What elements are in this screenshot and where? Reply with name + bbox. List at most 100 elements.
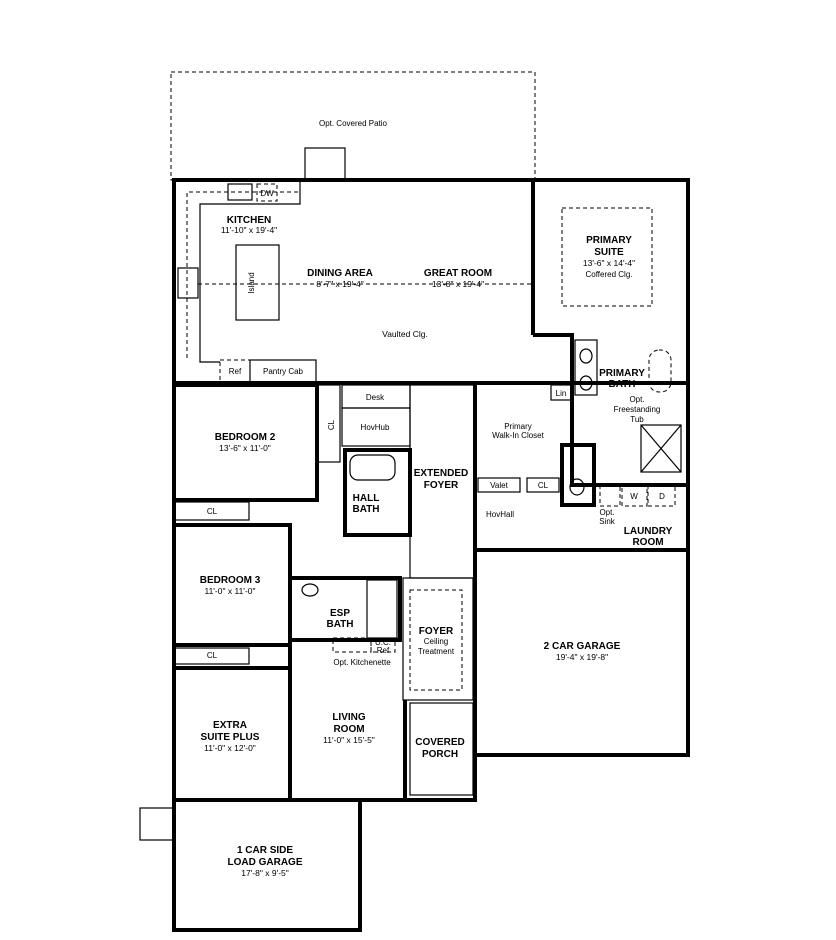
great-room-ceiling: Vaulted Clg. bbox=[382, 329, 428, 339]
toilet-icon bbox=[569, 478, 585, 496]
dishwasher-label: DW bbox=[260, 189, 274, 198]
primary-suite-ceiling: Coffered Clg. bbox=[586, 270, 633, 279]
foyer-ceiling bbox=[409, 589, 463, 691]
fireplace bbox=[304, 147, 346, 181]
primary-suite-label-2: SUITE bbox=[594, 247, 624, 258]
primary-suite-dims: 13'-6" x 14'-4" bbox=[583, 258, 635, 268]
primary-bath-label: PRIMARY bbox=[599, 368, 645, 379]
hall-closet bbox=[526, 477, 560, 493]
kitchen-counter bbox=[199, 182, 301, 363]
walk-in-closet-label-2: Walk-In Closet bbox=[492, 431, 544, 440]
freestanding-tub bbox=[648, 349, 672, 393]
uc-label-2: Ref bbox=[377, 646, 390, 655]
sink-label-1: Opt. bbox=[599, 508, 614, 517]
extra-suite-label-2: SUITE PLUS bbox=[201, 732, 260, 743]
side-garage-wall bbox=[172, 798, 362, 932]
walk-in-closet-label: Primary bbox=[504, 422, 532, 431]
island-label: Island bbox=[247, 272, 256, 293]
sink-icon bbox=[579, 348, 593, 364]
hall-bath-label: HALL bbox=[353, 493, 380, 504]
sink-icon bbox=[301, 583, 319, 597]
tub-label-1: Opt. bbox=[629, 395, 644, 404]
bath-wall bbox=[533, 333, 688, 487]
bedroom-2-dims: 13'-6" x 11'-0" bbox=[219, 443, 271, 453]
side-garage-stoop bbox=[139, 807, 175, 841]
dishwasher bbox=[256, 183, 278, 202]
uc-label-1: U.C. bbox=[375, 638, 391, 647]
uc-ref bbox=[370, 637, 396, 653]
laundry-sink bbox=[599, 485, 621, 507]
hovhub-label: HovHub bbox=[361, 423, 390, 432]
desk-label: Desk bbox=[366, 393, 385, 402]
vanity bbox=[574, 339, 598, 396]
esp-bath-label-2: BATH bbox=[326, 619, 353, 630]
patio-label: Opt. Covered Patio bbox=[319, 119, 388, 128]
bedroom-2-label: BEDROOM 2 bbox=[215, 432, 276, 443]
hall-bath-label-2: BATH bbox=[352, 504, 379, 515]
upper-cabinets bbox=[186, 191, 300, 358]
hovhall-label: HovHall bbox=[486, 510, 514, 519]
bedroom-2-closet bbox=[316, 384, 341, 463]
primary-bath-label-2: BATH bbox=[608, 379, 635, 390]
valet bbox=[477, 477, 521, 493]
tub-label-2: Freestanding bbox=[614, 405, 661, 414]
primary-suite-label: PRIMARY bbox=[586, 235, 632, 246]
two-car-garage-dims: 19'-4" x 19'-8" bbox=[556, 652, 608, 662]
hall-closet-label: CL bbox=[538, 481, 549, 490]
foyer-label-2: Ceiling bbox=[424, 637, 448, 646]
foyer-label-3: Treatment bbox=[418, 647, 455, 656]
laundry-label-2: ROOM bbox=[632, 537, 663, 548]
valet-label: Valet bbox=[490, 481, 508, 490]
water-closet bbox=[560, 443, 596, 507]
foyer bbox=[402, 577, 474, 701]
sink-label-2: Sink bbox=[599, 517, 616, 526]
laundry-label: LAUNDRY bbox=[624, 526, 673, 537]
kitchen-dims: 11'-10" x 19'-4" bbox=[221, 225, 277, 235]
living-room-label: LIVING bbox=[332, 712, 366, 723]
kitchenette-label: Opt. Kitchenette bbox=[333, 658, 391, 667]
ref-label: Ref bbox=[229, 367, 242, 376]
bedroom-3-dims: 11'-0" x 11'-0" bbox=[204, 586, 255, 596]
two-car-garage-label: 2 CAR GARAGE bbox=[544, 641, 621, 652]
tub-label-3: Tub bbox=[630, 415, 644, 424]
esp-bath-label: ESP bbox=[330, 608, 350, 619]
bedroom-3-closet-label: CL bbox=[207, 507, 218, 516]
living-room-dims: 11'-0" x 15'-5" bbox=[323, 735, 375, 745]
side-load-garage-label-2: LOAD GARAGE bbox=[228, 857, 303, 868]
great-room-label: GREAT ROOM bbox=[424, 268, 492, 279]
covered-porch-label-2: PORCH bbox=[422, 749, 458, 760]
side-load-garage-label: 1 CAR SIDE bbox=[237, 845, 293, 856]
pantry-cabinet bbox=[249, 359, 317, 383]
extended-foyer-label-2: FOYER bbox=[424, 480, 459, 491]
kitchen-label: KITCHEN bbox=[227, 215, 271, 226]
shower bbox=[640, 424, 682, 473]
extra-suite-closet-label: CL bbox=[207, 651, 218, 660]
bedroom-2-closet-label: CL bbox=[327, 419, 336, 430]
dryer-label: D bbox=[659, 492, 665, 501]
coffered-ceiling bbox=[561, 207, 653, 307]
living-room-label-2: ROOM bbox=[333, 724, 364, 735]
side-load-garage-dims: 17'-8" x 9'-5" bbox=[241, 868, 289, 878]
cooktop bbox=[177, 267, 199, 299]
extended-foyer-label: EXTENDED bbox=[414, 468, 468, 479]
covered-porch-label: COVERED bbox=[415, 737, 464, 748]
washer-label: W bbox=[630, 492, 638, 501]
kitchen-sink bbox=[227, 183, 253, 201]
refrigerator bbox=[219, 359, 251, 383]
covered-porch bbox=[409, 702, 474, 796]
washer bbox=[621, 485, 648, 507]
linen-label: Lin bbox=[556, 389, 567, 398]
extra-suite-closet bbox=[173, 647, 250, 665]
kitchenette bbox=[332, 637, 372, 653]
foyer-label: FOYER bbox=[419, 626, 454, 637]
bedroom-3-closet bbox=[173, 501, 250, 521]
extra-suite-label: EXTRA bbox=[213, 720, 247, 731]
great-room-dims: 13'-8" x 19'-4" bbox=[432, 279, 484, 289]
dining-label: DINING AREA bbox=[307, 268, 373, 279]
kitchen-island bbox=[235, 244, 280, 321]
pantry-label: Pantry Cab bbox=[263, 367, 304, 376]
dining-dims: 8'-7" x 19'-4" bbox=[316, 279, 364, 289]
esp-bath bbox=[288, 576, 402, 642]
extra-suite-dims: 11'-0" x 12'-0" bbox=[204, 743, 256, 753]
